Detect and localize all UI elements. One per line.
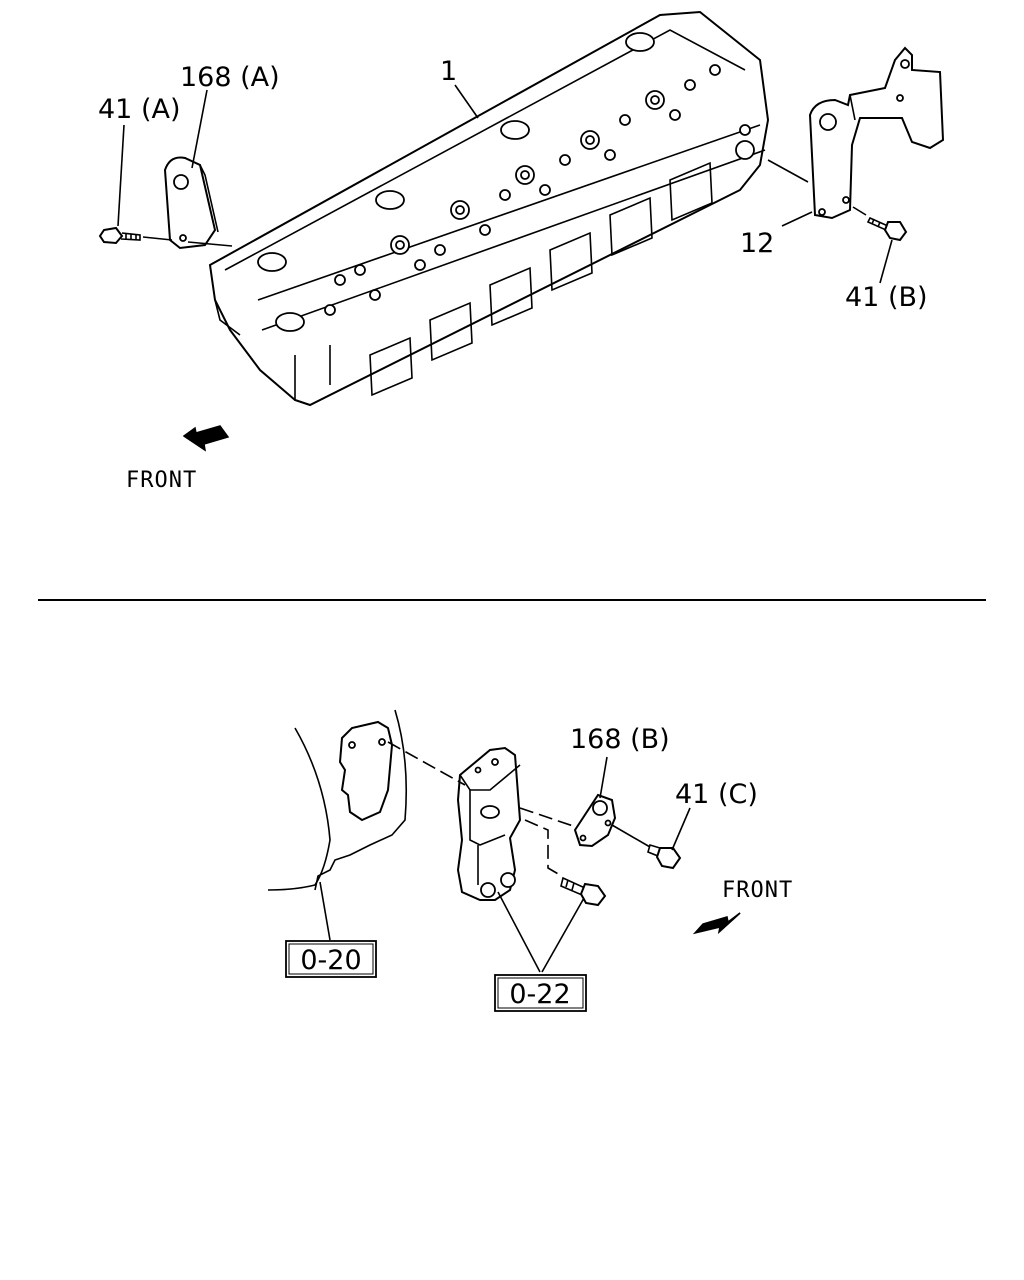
bolt-41b-dash <box>852 206 867 216</box>
callout-41b: 41 (B) <box>845 282 928 313</box>
ref-label-0-22: 0-22 <box>509 979 570 1010</box>
bolt-41b[interactable] <box>866 216 908 242</box>
callout-41c: 41 (C) <box>675 779 758 810</box>
bracket-bolt[interactable] <box>560 876 607 907</box>
valve-holes <box>324 64 755 316</box>
callout-168b: 168 (B) <box>570 724 670 755</box>
cylinder-head[interactable] <box>208 10 770 407</box>
dash-bracket-to-168b <box>519 807 586 831</box>
ref-022-leader-b <box>541 897 585 973</box>
callout-41a: 41 (A) <box>98 94 180 125</box>
callout-12: 12 <box>740 228 774 259</box>
dash-bracket-to-bolt <box>524 819 561 876</box>
front-arrow-bottom-icon <box>692 912 741 935</box>
dash-block-to-bracket <box>387 741 466 786</box>
cam-journals <box>257 32 655 332</box>
top-view: 168 (A) 41 (A) 1 12 41 (B) FRONT <box>98 10 945 493</box>
port-row <box>369 161 713 397</box>
callout-12-leader <box>781 211 813 227</box>
bolt-41a[interactable] <box>98 226 141 245</box>
front-label-bottom: FRONT <box>722 878 793 903</box>
plate-12[interactable] <box>808 46 945 220</box>
callout-41c-leader <box>671 807 691 851</box>
ref-label-0-20: 0-20 <box>300 945 361 976</box>
ref-box-0-22[interactable]: 0-22 <box>494 974 587 1012</box>
callout-1-leader <box>454 84 479 119</box>
front-label-top: FRONT <box>126 468 197 493</box>
callout-168b-leader <box>599 756 608 799</box>
bolt-41c[interactable] <box>611 824 682 870</box>
bracket-168a-leader <box>187 241 233 247</box>
ref-box-0-20[interactable]: 0-20 <box>285 940 377 978</box>
callout-41b-leader <box>879 239 893 284</box>
bracket-168a[interactable] <box>163 156 219 250</box>
engine-block-outline[interactable] <box>267 709 408 891</box>
callout-41a-leader <box>117 124 125 227</box>
callout-1: 1 <box>440 56 457 87</box>
ref-022-leader-a <box>497 891 541 973</box>
bolt-41a-leader <box>142 236 173 241</box>
bracket-168b[interactable] <box>573 793 617 848</box>
plate-12-leader <box>767 159 809 183</box>
front-arrow-icon <box>182 425 230 452</box>
engine-mount-bracket[interactable] <box>456 746 522 901</box>
callout-168a: 168 (A) <box>180 62 280 93</box>
bottom-view: 168 (B) 41 (C) 0-20 0-22 FRONT <box>267 709 793 1012</box>
callout-168a-leader <box>191 89 208 169</box>
ref-020-leader <box>319 881 331 941</box>
